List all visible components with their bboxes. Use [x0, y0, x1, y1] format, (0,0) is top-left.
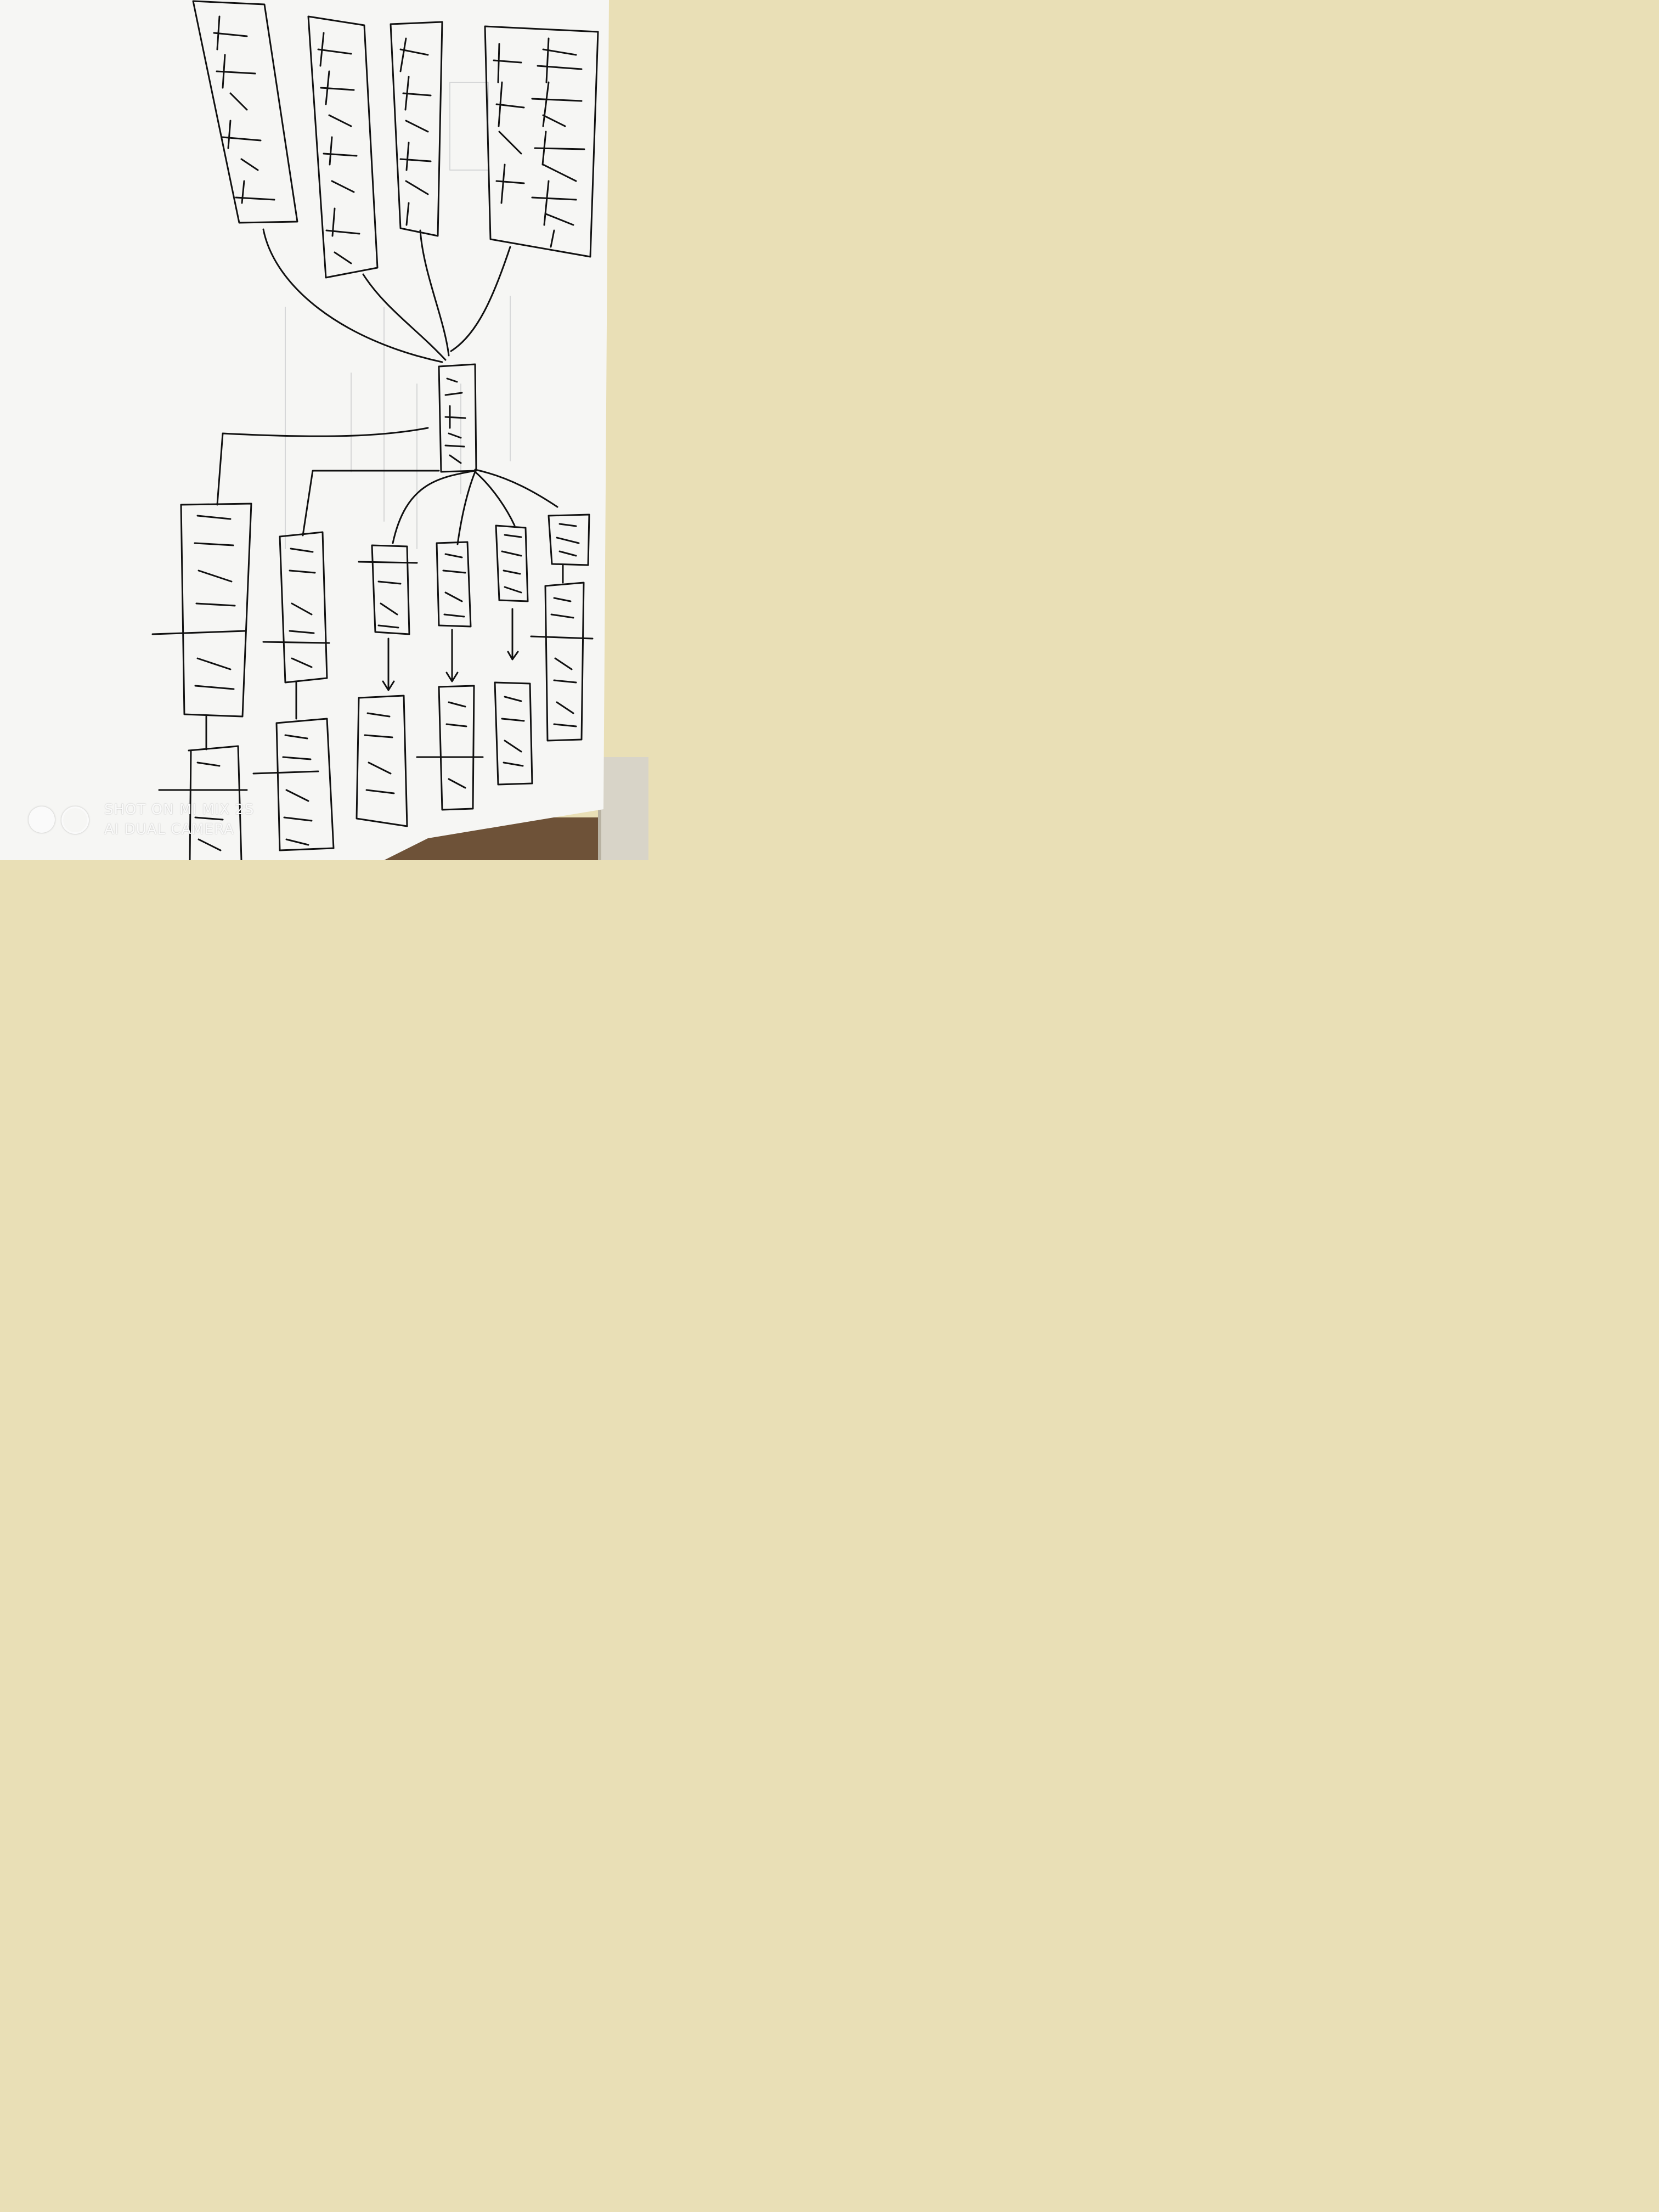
upper-box-1 — [484, 25, 599, 258]
connector-lower-1 — [474, 469, 558, 508]
connector-lower-4 — [392, 470, 476, 544]
chain1-a — [548, 514, 590, 566]
chain3-b — [416, 685, 484, 811]
upper-box-3 — [307, 15, 379, 279]
connector-lower-2 — [474, 471, 516, 527]
watermark-line-1: SHOT ON MI MIX 2S — [104, 802, 255, 818]
chain4-b — [356, 695, 408, 827]
chain5-a — [262, 531, 330, 684]
chain5-b — [252, 718, 335, 851]
show-through-print — [285, 82, 511, 549]
connector-upper-1 — [450, 246, 511, 352]
camera-watermark: SHOT ON MI MIX 2S AI DUAL CAMERA — [104, 800, 254, 839]
watermark-dot-filled — [29, 806, 55, 833]
upper-box-2 — [390, 21, 443, 237]
connector-upper-2 — [419, 229, 450, 357]
watermark-dot-ring — [61, 806, 89, 834]
mind-map-drawing — [151, 0, 599, 860]
chain6-a — [151, 503, 252, 718]
chain3-link — [445, 629, 459, 682]
chain1-b — [530, 582, 594, 742]
chain4-link — [382, 637, 395, 691]
upper-box-4 — [192, 0, 298, 224]
connector-upper-4 — [262, 228, 443, 363]
connector-lower-6 — [216, 427, 429, 506]
chain2-b — [494, 681, 533, 786]
watermark-line-2: AI DUAL CAMERA — [104, 821, 234, 838]
center-node — [438, 363, 477, 473]
connector-lower-5 — [302, 470, 440, 537]
chain3-a — [436, 541, 472, 628]
chain4-a — [358, 544, 418, 635]
connector-upper-3 — [362, 273, 447, 361]
chain2-a — [495, 524, 529, 602]
chain2-link — [507, 608, 519, 661]
connector-lower-3 — [456, 471, 476, 545]
paper-sheet — [0, 0, 609, 860]
chain6-b — [158, 745, 248, 860]
